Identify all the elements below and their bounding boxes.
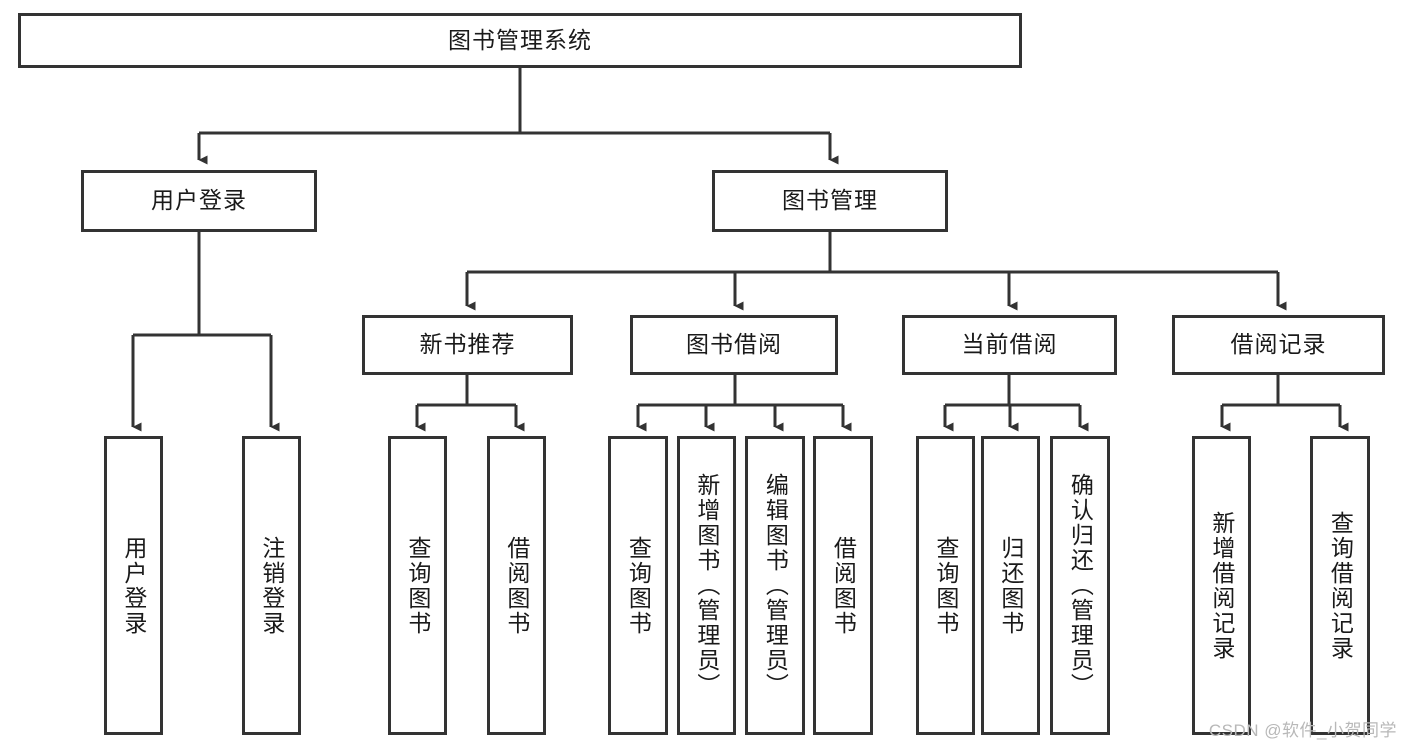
node-label: 用户登录 [151,187,247,214]
node-label: 新书推荐 [419,331,516,358]
node-current-borrow[interactable]: 当前借阅 [902,315,1117,375]
node-root-system[interactable]: 图书管理系统 [18,13,1022,68]
leaf-current-confirm-return-admin[interactable]: 确认归还（管理员） [1050,436,1110,735]
leaf-current-query-book[interactable]: 查询图书 [916,436,975,735]
leaf-record-add-record[interactable]: 新增借阅记录 [1192,436,1251,735]
node-label: 借阅图书 [503,535,530,636]
leaf-current-return-book[interactable]: 归还图书 [981,436,1040,735]
node-label: 归还图书 [997,535,1024,636]
node-label: 新增图书（管理员） [693,473,720,698]
leaf-record-query-record[interactable]: 查询借阅记录 [1310,436,1370,735]
node-label: 查询图书 [404,535,431,636]
leaf-borrow-add-book-admin[interactable]: 新增图书（管理员） [677,436,736,735]
watermark: CSDN @软件_小贺同学 [1208,721,1397,740]
leaf-user-logout[interactable]: 注销登录 [242,436,301,735]
node-label: 新增借阅记录 [1208,510,1235,661]
node-label: 查询图书 [625,535,652,636]
node-label: 注销登录 [258,535,285,636]
node-book-borrow[interactable]: 图书借阅 [630,315,838,375]
leaf-recommend-query-book[interactable]: 查询图书 [388,436,447,735]
node-label: 图书管理系统 [448,26,592,53]
leaf-borrow-query-book[interactable]: 查询图书 [608,436,668,735]
node-label: 借阅图书 [830,535,857,636]
node-book-management[interactable]: 图书管理 [712,170,948,232]
node-label: 用户登录 [120,535,147,636]
node-label: 图书管理 [782,187,878,214]
node-label: 确认归还（管理员） [1067,473,1094,698]
node-borrow-record[interactable]: 借阅记录 [1172,315,1385,375]
node-label: 图书借阅 [686,331,782,358]
leaf-borrow-borrow-book[interactable]: 借阅图书 [813,436,873,735]
node-new-book-recommend[interactable]: 新书推荐 [362,315,573,375]
node-label: 借阅记录 [1230,331,1327,358]
leaf-user-login[interactable]: 用户登录 [104,436,163,735]
node-label: 查询借阅记录 [1327,510,1354,661]
node-user-login[interactable]: 用户登录 [81,170,317,232]
leaf-recommend-borrow-book[interactable]: 借阅图书 [487,436,546,735]
node-label: 当前借阅 [961,331,1058,358]
node-label: 查询图书 [932,535,959,636]
leaf-borrow-edit-book-admin[interactable]: 编辑图书（管理员） [745,436,805,735]
node-label: 编辑图书（管理员） [762,473,789,698]
